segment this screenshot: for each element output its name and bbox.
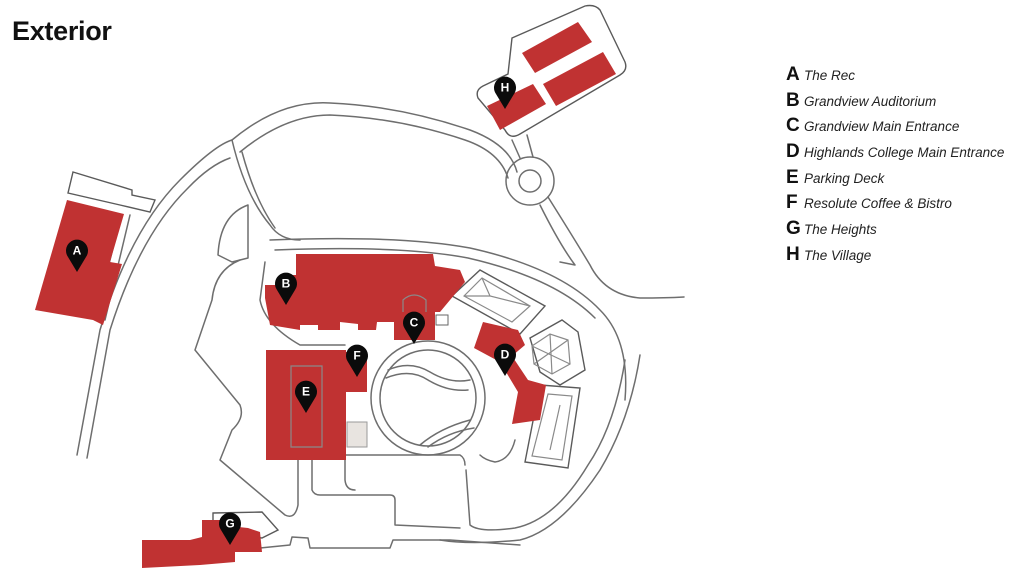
map-pin-icon bbox=[494, 76, 516, 109]
roundabout-outer bbox=[505, 156, 555, 206]
small-structure bbox=[435, 314, 449, 326]
map-pin-icon bbox=[294, 380, 317, 413]
legend-letter: E bbox=[786, 166, 799, 188]
structure-se-inner bbox=[531, 393, 573, 461]
road-network bbox=[76, 102, 685, 549]
roundabout-inner bbox=[518, 169, 542, 193]
map-pin-h[interactable]: H bbox=[494, 76, 516, 109]
legend-letter: A bbox=[786, 64, 800, 85]
map-pin-letter: E bbox=[302, 385, 310, 399]
road-loop-north bbox=[269, 237, 627, 401]
road-east-2 bbox=[539, 204, 576, 266]
courtyard-outer bbox=[370, 340, 486, 456]
map-pin-d[interactable]: D bbox=[494, 343, 517, 376]
road-north-arc-inner bbox=[239, 114, 509, 179]
map-pin-icon bbox=[219, 512, 242, 545]
legend-letter: B bbox=[786, 89, 800, 111]
building-village-3 bbox=[487, 84, 546, 130]
legend-label: Grandview Main Entrance bbox=[804, 119, 960, 135]
structure-ne-1-inner bbox=[463, 277, 532, 323]
road-south-3 bbox=[344, 459, 356, 491]
service-building bbox=[346, 421, 368, 448]
structure-ne-1 bbox=[450, 269, 547, 335]
road-bump bbox=[217, 204, 249, 263]
road-village bbox=[511, 134, 534, 159]
map-pin-icon bbox=[345, 344, 368, 377]
map-pin-e[interactable]: E bbox=[294, 380, 317, 413]
parking-deck-ramp bbox=[290, 365, 323, 448]
road-loop-north-inner bbox=[274, 247, 596, 319]
map-pin-b[interactable]: B bbox=[275, 272, 297, 305]
map-pin-letter: F bbox=[353, 349, 360, 363]
rec-annex bbox=[67, 171, 156, 213]
map-pin-icon bbox=[403, 311, 426, 344]
grandview-dome bbox=[402, 294, 427, 312]
legend-item[interactable]: G The Heights bbox=[786, 218, 1004, 244]
road-loop-east-inner bbox=[465, 359, 626, 531]
legend-item[interactable]: B Grandview Auditorium bbox=[786, 90, 1004, 116]
legend-item[interactable]: A The Rec bbox=[786, 64, 1004, 90]
map-pin-letter: C bbox=[410, 316, 419, 330]
courtyard-path-2 bbox=[385, 372, 469, 392]
legend-letter: C bbox=[786, 115, 800, 137]
road-south-2 bbox=[259, 536, 521, 549]
legend-label: The Rec bbox=[804, 68, 856, 83]
legend-label: Highlands College Main Entrance bbox=[804, 145, 1005, 161]
courtyard-inner bbox=[379, 349, 477, 447]
legend-item[interactable]: F Resolute Coffee & Bistro bbox=[786, 192, 1004, 218]
page-title: Exterior bbox=[12, 16, 112, 46]
road-north-arc bbox=[231, 102, 518, 173]
map-pin-icon bbox=[275, 272, 297, 305]
map-pin-icon bbox=[494, 343, 517, 376]
legend-letter: G bbox=[786, 218, 801, 240]
map-pin-f[interactable]: F bbox=[345, 344, 368, 377]
courtyard-path-1 bbox=[387, 364, 471, 382]
map-pin-icon bbox=[66, 239, 89, 272]
road-inner-west bbox=[194, 259, 299, 517]
map-pin-letter: A bbox=[73, 244, 82, 258]
map-markers: A B C D E F G H bbox=[66, 76, 517, 545]
legend-item[interactable]: C Grandview Main Entrance bbox=[786, 115, 1004, 141]
structure-e-hex bbox=[529, 319, 586, 386]
courtyard-path-4 bbox=[427, 427, 475, 448]
building-village-1 bbox=[522, 22, 592, 73]
legend-letter: H bbox=[786, 243, 800, 265]
legend-item[interactable]: E Parking Deck bbox=[786, 167, 1004, 193]
legend-label: Resolute Coffee & Bistro bbox=[804, 196, 952, 212]
legend: A The Rec B Grandview Auditorium C Grand… bbox=[786, 64, 1004, 270]
building-highlands bbox=[474, 322, 546, 424]
legend-item[interactable]: D Highlands College Main Entrance bbox=[786, 141, 1004, 167]
map-pin-letter: D bbox=[501, 348, 510, 362]
legend-label: The Village bbox=[804, 247, 872, 263]
road-courtyard-south bbox=[344, 439, 516, 466]
legend-letter: D bbox=[786, 141, 800, 163]
map-pin-c[interactable]: C bbox=[403, 311, 426, 344]
structure-e-hex-inner bbox=[531, 333, 571, 375]
road-connector-inner bbox=[241, 151, 276, 229]
legend-label: Parking Deck bbox=[804, 170, 885, 186]
road-east bbox=[547, 196, 685, 299]
legend-label: Grandview Auditorium bbox=[804, 93, 937, 109]
legend-item[interactable]: H The Village bbox=[786, 244, 1004, 270]
map-pin-letter: B bbox=[282, 277, 291, 291]
courtyard-path-3 bbox=[419, 419, 471, 446]
map-pin-letter: G bbox=[225, 517, 234, 531]
road-west-inner bbox=[86, 157, 231, 459]
road-connector bbox=[231, 139, 301, 241]
road-south-1 bbox=[311, 459, 461, 529]
map-pin-a[interactable]: A bbox=[66, 239, 89, 272]
map-pin-letter: H bbox=[501, 81, 510, 95]
map-pin-g[interactable]: G bbox=[219, 512, 242, 545]
building-grandview bbox=[265, 254, 465, 340]
legend-label: The Heights bbox=[804, 222, 877, 238]
building-village-2 bbox=[543, 52, 616, 106]
legend-letter: F bbox=[786, 192, 798, 214]
